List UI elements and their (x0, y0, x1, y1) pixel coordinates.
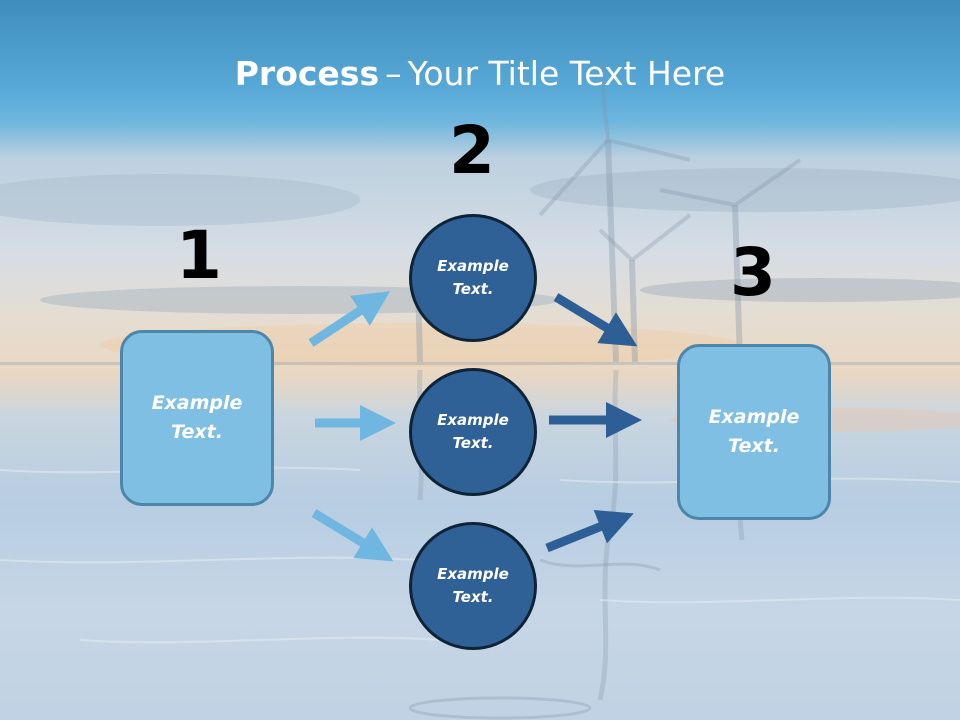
slide-title: Process–Your Title Text Here (0, 52, 960, 96)
circle-bottom: Example Text. (409, 522, 537, 650)
arrow-left-to-bottom (311, 509, 394, 562)
step-number-3: 3 (730, 234, 776, 311)
title-rest: Your Title Text Here (407, 54, 726, 93)
circle-top: Example Text. (409, 214, 537, 342)
circle-middle: Example Text. (409, 368, 537, 496)
step-number-1: 1 (176, 217, 222, 294)
left-box: Example Text. (120, 330, 274, 506)
step-number-2: 2 (449, 112, 495, 189)
right-box: Example Text. (677, 344, 831, 520)
title-separator: – (385, 54, 402, 93)
title-bold-part: Process (234, 54, 380, 93)
arrow-top-to-right (553, 293, 638, 347)
arrow-bottom-to-right (545, 509, 634, 553)
arrow-left-to-top (308, 291, 391, 347)
